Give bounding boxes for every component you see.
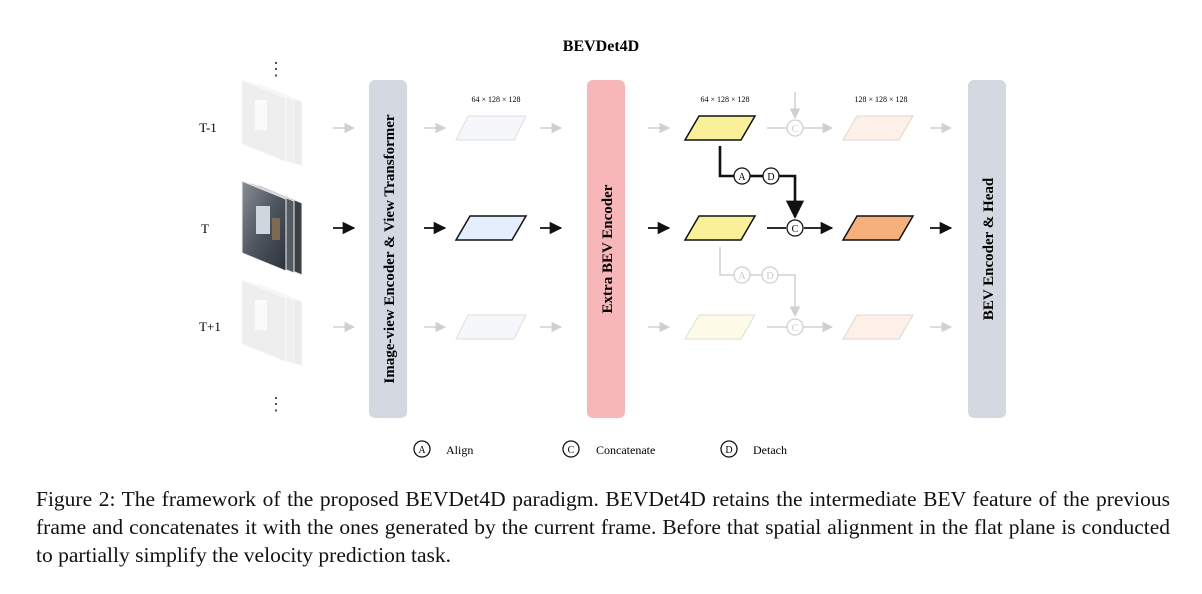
image-view-encoder-block: Image-view Encoder & View Transformer bbox=[369, 80, 407, 418]
image-stack-next bbox=[241, 279, 303, 367]
bev-feature-prev-fused bbox=[842, 115, 914, 141]
align-op-prev: A bbox=[733, 167, 751, 185]
framework-diagram: BEVDet4D T-1 T T+1 ⋮ ⋮ Image-view Encode… bbox=[199, 38, 1006, 458]
svg-text:C: C bbox=[792, 323, 799, 334]
legend-align-label: Align bbox=[446, 443, 473, 457]
legend-concatenate: C Concatenate bbox=[562, 440, 655, 458]
bev-feature-curr-second bbox=[683, 215, 757, 241]
bev-feature-next-fused bbox=[842, 314, 914, 340]
bev-feature-prev-first bbox=[455, 115, 527, 141]
concat-op-prev-faded: C bbox=[786, 119, 804, 137]
extra-bev-encoder-block: Extra BEV Encoder bbox=[587, 80, 625, 418]
row-label-next: T+1 bbox=[199, 319, 221, 334]
svg-text:C: C bbox=[568, 445, 575, 456]
svg-text:D: D bbox=[766, 271, 773, 282]
dim-label-first: 64 × 128 × 128 bbox=[471, 95, 520, 104]
dim-label-third: 128 × 128 × 128 bbox=[854, 95, 907, 104]
bev-encoder-head-block: BEV Encoder & Head bbox=[968, 80, 1006, 418]
svg-text:A: A bbox=[738, 271, 746, 282]
legend-concatenate-label: Concatenate bbox=[596, 443, 655, 457]
concat-op-curr: C bbox=[786, 219, 804, 237]
legend: A Align C Concatenate D Detach bbox=[413, 440, 787, 458]
legend-detach: D Detach bbox=[720, 440, 787, 458]
detach-op-next-faded: D bbox=[761, 266, 779, 284]
svg-text:C: C bbox=[792, 124, 799, 135]
extra-bev-encoder-label: Extra BEV Encoder bbox=[600, 184, 616, 313]
ellipsis-bottom: ⋮ bbox=[267, 394, 285, 414]
legend-detach-label: Detach bbox=[753, 443, 787, 457]
arrows-prev-row bbox=[333, 92, 953, 134]
concat-op-next-faded: C bbox=[786, 318, 804, 336]
arrows-next-row bbox=[333, 247, 953, 333]
bev-feature-curr-first bbox=[454, 215, 528, 241]
bev-feature-next-second bbox=[684, 314, 756, 340]
row-label-curr: T bbox=[201, 221, 209, 236]
svg-text:A: A bbox=[738, 172, 746, 183]
row-label-prev: T-1 bbox=[199, 120, 217, 135]
image-stack-prev bbox=[241, 79, 303, 167]
legend-align: A Align bbox=[413, 440, 473, 458]
align-op-next-faded: A bbox=[733, 266, 751, 284]
bev-feature-next-first bbox=[455, 314, 527, 340]
image-stack-curr bbox=[241, 180, 303, 276]
dim-label-second: 64 × 128 × 128 bbox=[700, 95, 749, 104]
image-view-encoder-label: Image-view Encoder & View Transformer bbox=[382, 114, 398, 383]
bev-encoder-head-label: BEV Encoder & Head bbox=[981, 177, 997, 320]
svg-text:C: C bbox=[792, 224, 799, 235]
bev-feature-curr-fused bbox=[841, 215, 915, 241]
ellipsis-top: ⋮ bbox=[267, 59, 285, 79]
svg-text:D: D bbox=[725, 445, 732, 456]
temporal-fusion-path bbox=[718, 146, 805, 219]
diagram-title: BEVDet4D bbox=[563, 38, 639, 55]
detach-op-prev: D bbox=[762, 167, 780, 185]
bev-feature-prev-second bbox=[683, 115, 757, 141]
figure-caption: Figure 2: The framework of the proposed … bbox=[36, 487, 1170, 567]
svg-text:A: A bbox=[418, 445, 426, 456]
svg-text:D: D bbox=[767, 172, 774, 183]
